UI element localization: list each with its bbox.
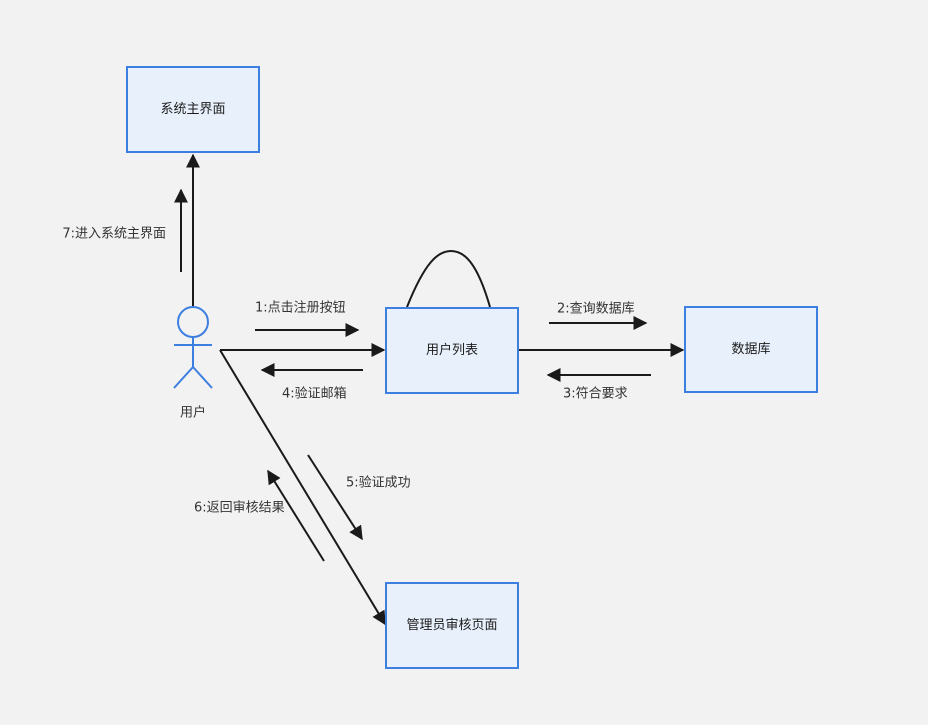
self-loop-user-list: [406, 249, 491, 308]
link-actor-to-admin-review: [219, 349, 386, 626]
admin-review-box: 管理员审核页面: [385, 582, 519, 669]
database-label: 数据库: [731, 341, 770, 357]
main-ui-box: 系统主界面: [126, 66, 260, 153]
message-label-2: 2:查询数据库: [557, 301, 635, 317]
message-label-6: 6:返回审核结果: [194, 501, 285, 516]
actor-left-leg: [173, 366, 194, 389]
message-label-1: 1:点击注册按钮: [255, 301, 346, 316]
actor-right-leg: [192, 366, 213, 389]
actor-label: 用户: [180, 405, 206, 421]
actor-head: [177, 306, 209, 338]
message-label-7: 7:进入系统主界面: [62, 227, 166, 242]
user-actor: 用户: [173, 306, 213, 421]
message-arrow-6: [267, 469, 325, 562]
message-label-5: 5:验证成功: [346, 475, 411, 491]
message-arrow-5: [307, 454, 363, 541]
database-box: 数据库: [684, 306, 818, 393]
message-label-4: 4:验证邮箱: [282, 386, 347, 402]
admin-review-label: 管理员审核页面: [406, 618, 497, 633]
message-label-3: 3:符合要求: [563, 386, 628, 402]
user-list-box: 用户列表: [385, 307, 519, 394]
user-list-label: 用户列表: [426, 342, 478, 358]
main-ui-label: 系统主界面: [160, 102, 225, 117]
